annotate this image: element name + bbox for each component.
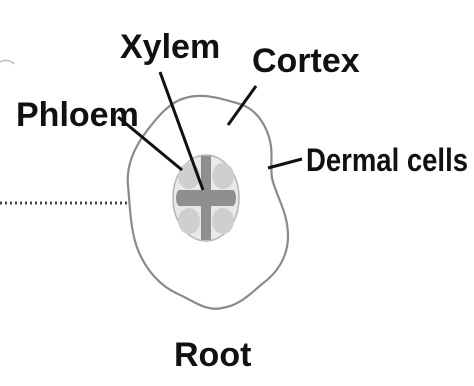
phloem-patch-lower-left <box>178 208 200 234</box>
dermal-cells-leader-line <box>268 159 302 168</box>
label-dermal-cells: Dermal cells <box>306 142 468 178</box>
edge-mark <box>0 60 14 64</box>
label-phloem: Phloem <box>16 96 139 134</box>
label-cortex: Cortex <box>252 42 360 80</box>
phloem-patch-lower-right <box>212 208 234 234</box>
label-root: Root <box>174 336 251 374</box>
label-xylem: Xylem <box>120 28 220 66</box>
phloem-patch-upper-right <box>212 163 234 189</box>
